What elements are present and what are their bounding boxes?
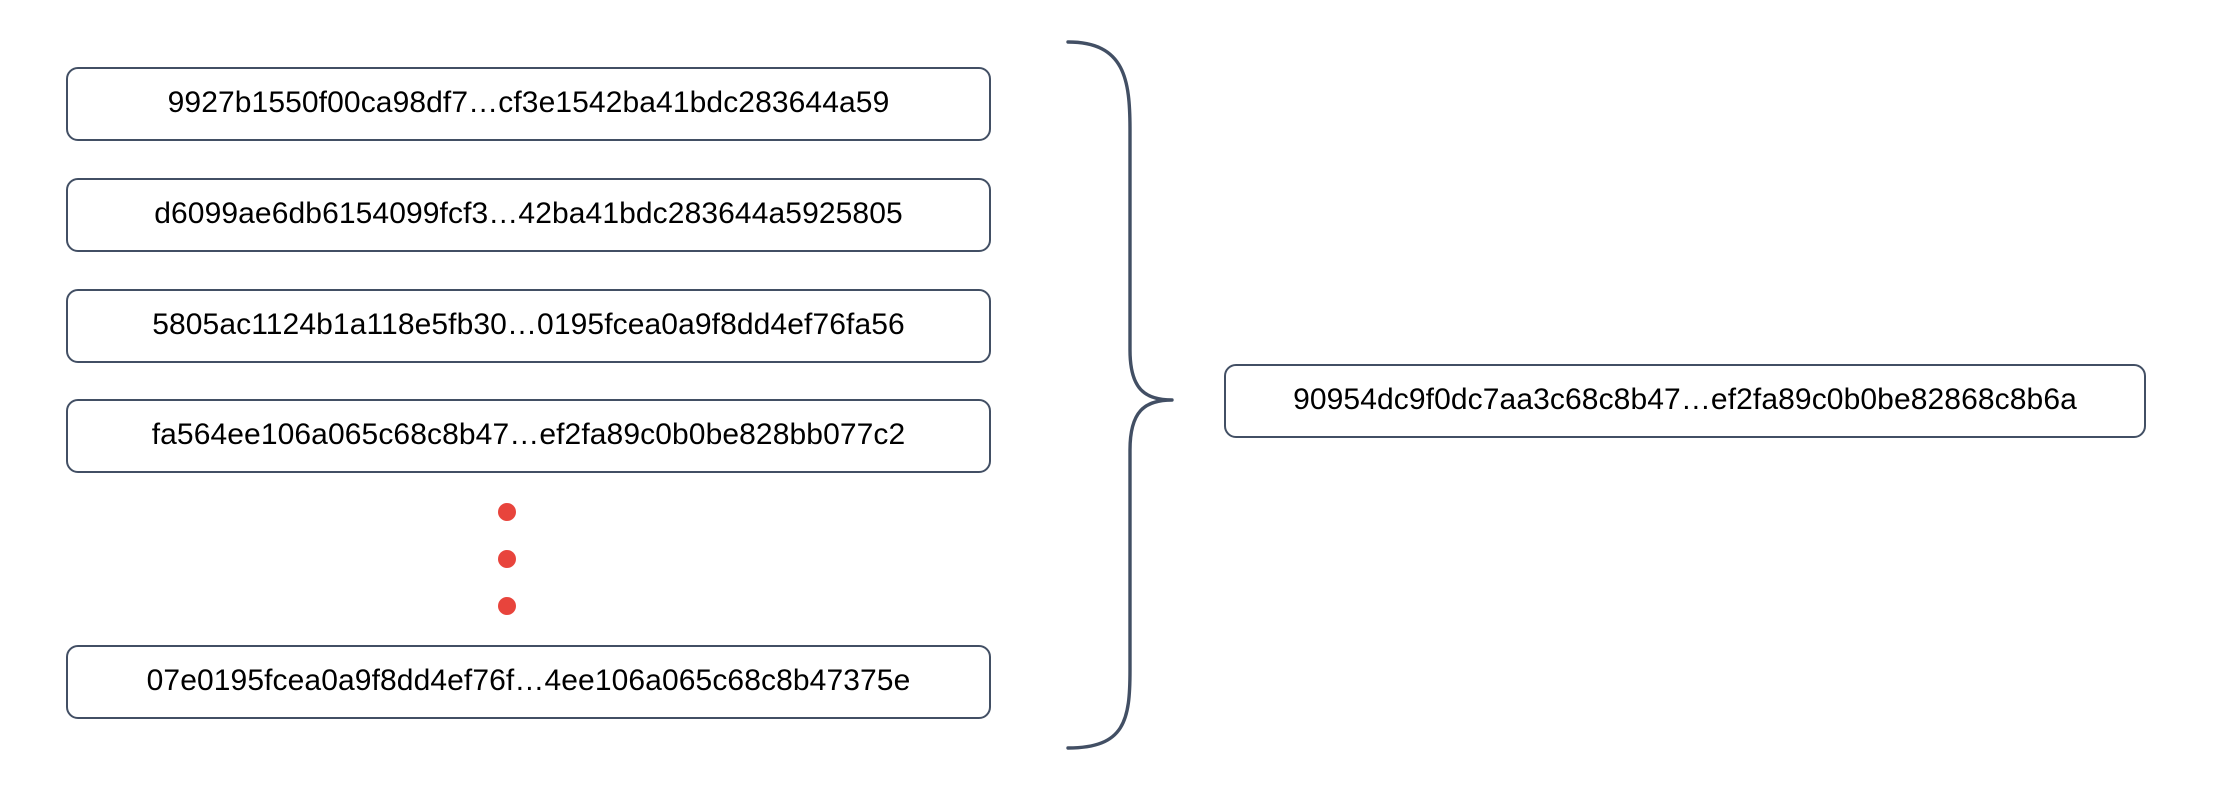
ellipsis-dot-icon-2 bbox=[498, 550, 516, 568]
input-hash-box-1[interactable]: 9927b1550f00ca98df7…cf3e1542ba41bdc28364… bbox=[66, 67, 991, 141]
curly-brace-icon bbox=[1066, 40, 1174, 750]
ellipsis-dot-icon-3 bbox=[498, 597, 516, 615]
ellipsis-dot-icon-1 bbox=[498, 503, 516, 521]
input-hash-box-2[interactable]: d6099ae6db6154099fcf3…42ba41bdc283644a59… bbox=[66, 178, 991, 252]
input-hash-text-1: 9927b1550f00ca98df7…cf3e1542ba41bdc28364… bbox=[167, 86, 890, 119]
output-hash-box[interactable]: 90954dc9f0dc7aa3c68c8b47…ef2fa89c0b0be82… bbox=[1224, 364, 2146, 438]
input-hash-text-4: fa564ee106a065c68c8b47…ef2fa89c0b0be828b… bbox=[151, 418, 906, 451]
curly-brace bbox=[1040, 20, 1220, 772]
input-hash-text-5: 07e0195fcea0a9f8dd4ef76f…4ee106a065c68c8… bbox=[146, 664, 911, 697]
input-hash-text-2: d6099ae6db6154099fcf3…42ba41bdc283644a59… bbox=[154, 197, 903, 230]
output-hash-text: 90954dc9f0dc7aa3c68c8b47…ef2fa89c0b0be82… bbox=[1293, 383, 2077, 416]
vertical-ellipsis bbox=[498, 503, 518, 623]
input-hash-text-3: 5805ac1124b1a118e5fb30…0195fcea0a9f8dd4e… bbox=[152, 308, 905, 341]
input-hash-box-3[interactable]: 5805ac1124b1a118e5fb30…0195fcea0a9f8dd4e… bbox=[66, 289, 991, 363]
input-hash-box-5[interactable]: 07e0195fcea0a9f8dd4ef76f…4ee106a065c68c8… bbox=[66, 645, 991, 719]
input-hash-box-4[interactable]: fa564ee106a065c68c8b47…ef2fa89c0b0be828b… bbox=[66, 399, 991, 473]
